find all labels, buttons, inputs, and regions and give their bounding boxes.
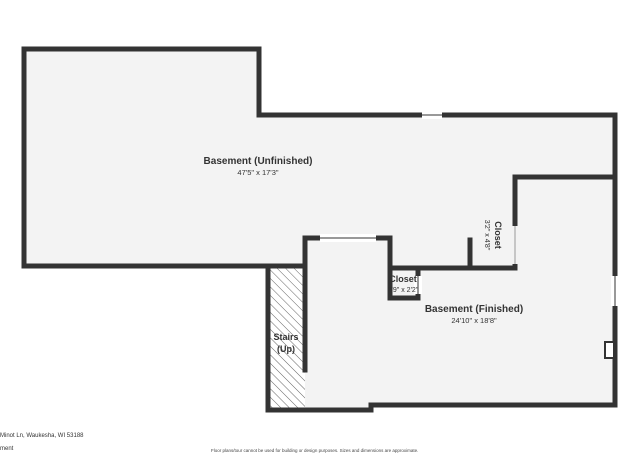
label-closet-small-name: Closet <box>389 274 417 284</box>
label-closet-right-dims: 3'2" x 4'8" <box>483 220 490 251</box>
label-stairs-line2: (Up) <box>277 344 295 354</box>
fireplace <box>604 341 615 359</box>
label-finished-name: Basement (Finished) <box>425 304 523 315</box>
floor-unfinished <box>24 49 615 268</box>
label-closet-right-name: Closet <box>493 221 503 249</box>
walls <box>21 46 618 413</box>
label-unfinished-dims: 47'5" x 17'3" <box>237 168 278 177</box>
floor-finished <box>305 175 615 410</box>
footer-address: Minot Ln, Waukesha, WI 53188 <box>0 433 84 439</box>
footer-disclaimer: Floor plans/tour cannot be used for buil… <box>211 448 419 453</box>
footer-level-label: ment <box>0 446 14 452</box>
wall-closet-right <box>467 174 616 271</box>
label-stairs-line1: Stairs <box>273 332 298 342</box>
wall-outer-north <box>21 46 618 413</box>
label-finished-dims: 24'10" x 18'8" <box>451 316 497 325</box>
label-unfinished-name: Basement (Unfinished) <box>204 156 313 167</box>
stairs-area <box>268 266 305 410</box>
label-closet-small-dims: 1'9" x 2'2" <box>388 287 419 294</box>
